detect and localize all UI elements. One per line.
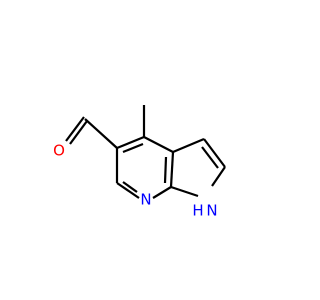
bond-n1-c7a: [170, 185, 199, 198]
bond-carbonyl-b: [65, 116, 85, 142]
molecule-structure: O N H N: [53, 105, 226, 220]
bond-c2-n1: [211, 166, 226, 187]
bond-c7a-n7: [152, 186, 172, 199]
bond-c5-c4-inner: [122, 142, 144, 154]
bond-c3-c2-inner: [201, 146, 219, 169]
pyridine-nitrogen-label: N: [140, 191, 151, 209]
bond-c3a-c7a-inner: [163, 156, 168, 184]
bond-c3-c2: [203, 138, 226, 168]
bond-c5-c4: [116, 135, 145, 150]
bond-c3a-c7a: [169, 151, 175, 188]
bond-n7-c6: [116, 182, 140, 199]
bond-cho-c5: [84, 118, 118, 149]
bond-carbonyl-a: [69, 120, 88, 145]
structure-canvas: O N H N: [53, 105, 226, 220]
pyrrole-nitrogen-label: N: [206, 202, 217, 220]
bond-n7-c6-inner: [122, 181, 138, 193]
oxygen-atom-label: O: [53, 142, 65, 160]
bond-c3a-c3: [172, 137, 205, 154]
bond-c4-c3a: [143, 136, 174, 153]
pyrrole-hydrogen-label: H: [192, 202, 203, 220]
bonds: [65, 105, 226, 199]
atom-labels: O N H N: [53, 142, 218, 220]
